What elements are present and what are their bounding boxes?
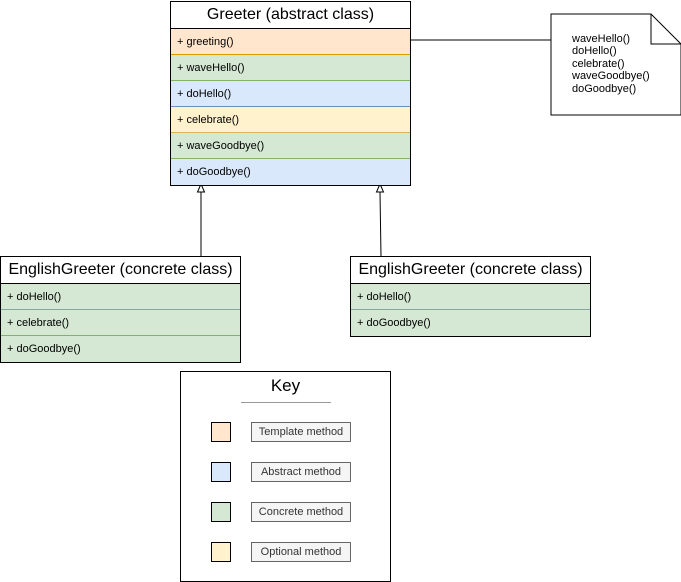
note-line: doGoodbye() — [572, 82, 637, 95]
greeter-method-list: + greeting() + waveHello() + doHello() +… — [171, 29, 410, 185]
greeter-method-greeting[interactable]: + greeting() — [171, 29, 410, 55]
inheritance-arrowhead-right — [375, 182, 385, 193]
key-label-concrete: Concrete method — [251, 502, 351, 522]
english-greeter-right-title: EnglishGreeter (concrete class) — [351, 257, 590, 284]
key-label-abstract: Abstract method — [251, 462, 351, 482]
key-title: Key — [270, 376, 301, 395]
key-label-template: Template method — [251, 422, 351, 442]
english-greeter-right-method-list: + doHello() + doGoodbye() — [351, 284, 590, 336]
note-line: doHello() — [572, 45, 617, 58]
key-swatch-template — [211, 422, 231, 442]
english-greeter-left-class[interactable]: EnglishGreeter (concrete class) + doHell… — [0, 256, 241, 363]
inheritance-arrowhead-left — [196, 182, 206, 193]
key-swatch-concrete — [211, 502, 231, 522]
key-title-underline — [241, 402, 331, 403]
greeter-method-do-goodbye[interactable]: + doGoodbye() — [171, 159, 410, 185]
greeter-method-wave-goodbye[interactable]: + waveGoodbye() — [171, 133, 410, 159]
note-line: waveGoodbye() — [572, 70, 650, 83]
english-greeter-right-method-do-goodbye[interactable]: + doGoodbye() — [351, 310, 590, 336]
note-line: waveHello() — [572, 33, 631, 45]
note-fold — [650, 14, 681, 45]
english-greeter-left-title: EnglishGreeter (concrete class) — [1, 257, 240, 284]
greeter-method-celebrate[interactable]: + celebrate() — [171, 107, 410, 133]
note-text: waveHello() doHello() celebrate() waveGo… — [572, 33, 650, 95]
english-greeter-right-class[interactable]: EnglishGreeter (concrete class) + doHell… — [350, 256, 591, 337]
english-greeter-right-method-do-hello[interactable]: + doHello() — [351, 284, 590, 310]
key-swatch-optional — [211, 542, 231, 562]
note-line: celebrate() — [572, 57, 625, 70]
greeter-class[interactable]: Greeter (abstract class) + greeting() + … — [170, 1, 411, 186]
english-greeter-left-method-list: + doHello() + celebrate() + doGoodbye() — [1, 284, 240, 362]
english-greeter-left-method-celebrate[interactable]: + celebrate() — [1, 310, 240, 336]
english-greeter-left-method-do-goodbye[interactable]: + doGoodbye() — [1, 336, 240, 362]
greeter-class-title: Greeter (abstract class) — [171, 2, 410, 29]
english-greeter-left-method-do-hello[interactable]: + doHello() — [1, 284, 240, 310]
key-swatch-abstract — [211, 462, 231, 482]
greeter-method-do-hello[interactable]: + doHello() — [171, 81, 410, 107]
inheritance-line-right — [379, 191, 382, 257]
key-box: Key Template method Abstract method Conc… — [180, 371, 391, 582]
key-label-optional: Optional method — [251, 542, 351, 562]
greeter-method-wave-hello[interactable]: + waveHello() — [171, 55, 410, 81]
note-shape — [550, 13, 681, 116]
